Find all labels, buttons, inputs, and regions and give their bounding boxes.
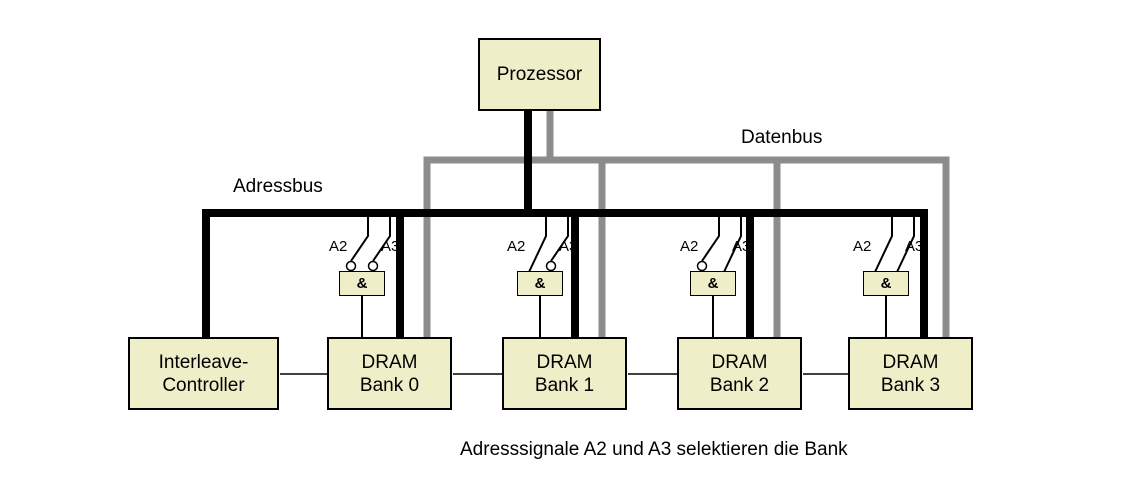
a2-label-bank2: A2 [680, 238, 699, 255]
a2-label-bank1: A2 [507, 238, 526, 255]
and-gate-symbol: & [534, 275, 546, 292]
controller-label-line2: Controller [162, 374, 245, 396]
dram-bank-1-line2: Bank 1 [534, 374, 595, 396]
interleave-controller-box: Interleave- Controller [128, 337, 279, 410]
dram-bank-3-line2: Bank 3 [880, 374, 941, 396]
bank-select-gate-1: & [517, 271, 563, 296]
inverter-bubble [345, 260, 357, 272]
dram-bank-1-line1: DRAM [536, 351, 593, 373]
dram-bank-2-box: DRAM Bank 2 [677, 337, 802, 410]
processor-label: Prozessor [496, 64, 583, 85]
a2-label-bank3: A2 [853, 238, 872, 255]
inverter-bubble [367, 260, 379, 272]
and-gate-symbol: & [356, 275, 368, 292]
inverter-bubble [545, 260, 557, 272]
dram-bank-0-box: DRAM Bank 0 [327, 337, 452, 410]
dram-bank-0-line2: Bank 0 [359, 374, 420, 396]
data-bus-lines [423, 108, 950, 340]
bank-select-gate-0: & [339, 271, 385, 296]
dram-bank-3-box: DRAM Bank 3 [848, 337, 973, 410]
inverter-bubble [696, 260, 708, 272]
a3-label-bank1: A3 [559, 238, 578, 255]
dram-bank-0-line1: DRAM [361, 351, 418, 373]
bank-select-gate-2: & [690, 271, 736, 296]
data-bus-label: Datenbus [741, 127, 823, 148]
dram-bank-2-line1: DRAM [711, 351, 768, 373]
a3-label-bank2: A3 [732, 238, 751, 255]
data-bus-trunk [423, 156, 950, 340]
address-bus-trunk [202, 209, 928, 340]
inverter-bubbles [345, 260, 708, 272]
caption: Adresssignale A2 und A3 selektieren die … [460, 439, 848, 460]
address-bus-label: Adressbus [233, 176, 323, 197]
select-signal-lines [350, 217, 915, 273]
a3-label-bank0: A3 [381, 238, 400, 255]
dram-bank-2-line2: Bank 2 [709, 374, 770, 396]
processor-box: Prozessor [478, 38, 601, 111]
a2-label-bank0: A2 [329, 238, 348, 255]
dram-bank-1-box: DRAM Bank 1 [502, 337, 627, 410]
gate-output-lines [361, 296, 887, 340]
dram-bank-3-line1: DRAM [882, 351, 939, 373]
a3-label-bank3: A3 [905, 238, 924, 255]
address-bus-lines [202, 108, 928, 340]
controller-label-line1: Interleave- [158, 351, 249, 373]
bank-select-gate-3: & [863, 271, 909, 296]
and-gate-symbol: & [880, 275, 892, 292]
and-gate-symbol: & [707, 275, 719, 292]
